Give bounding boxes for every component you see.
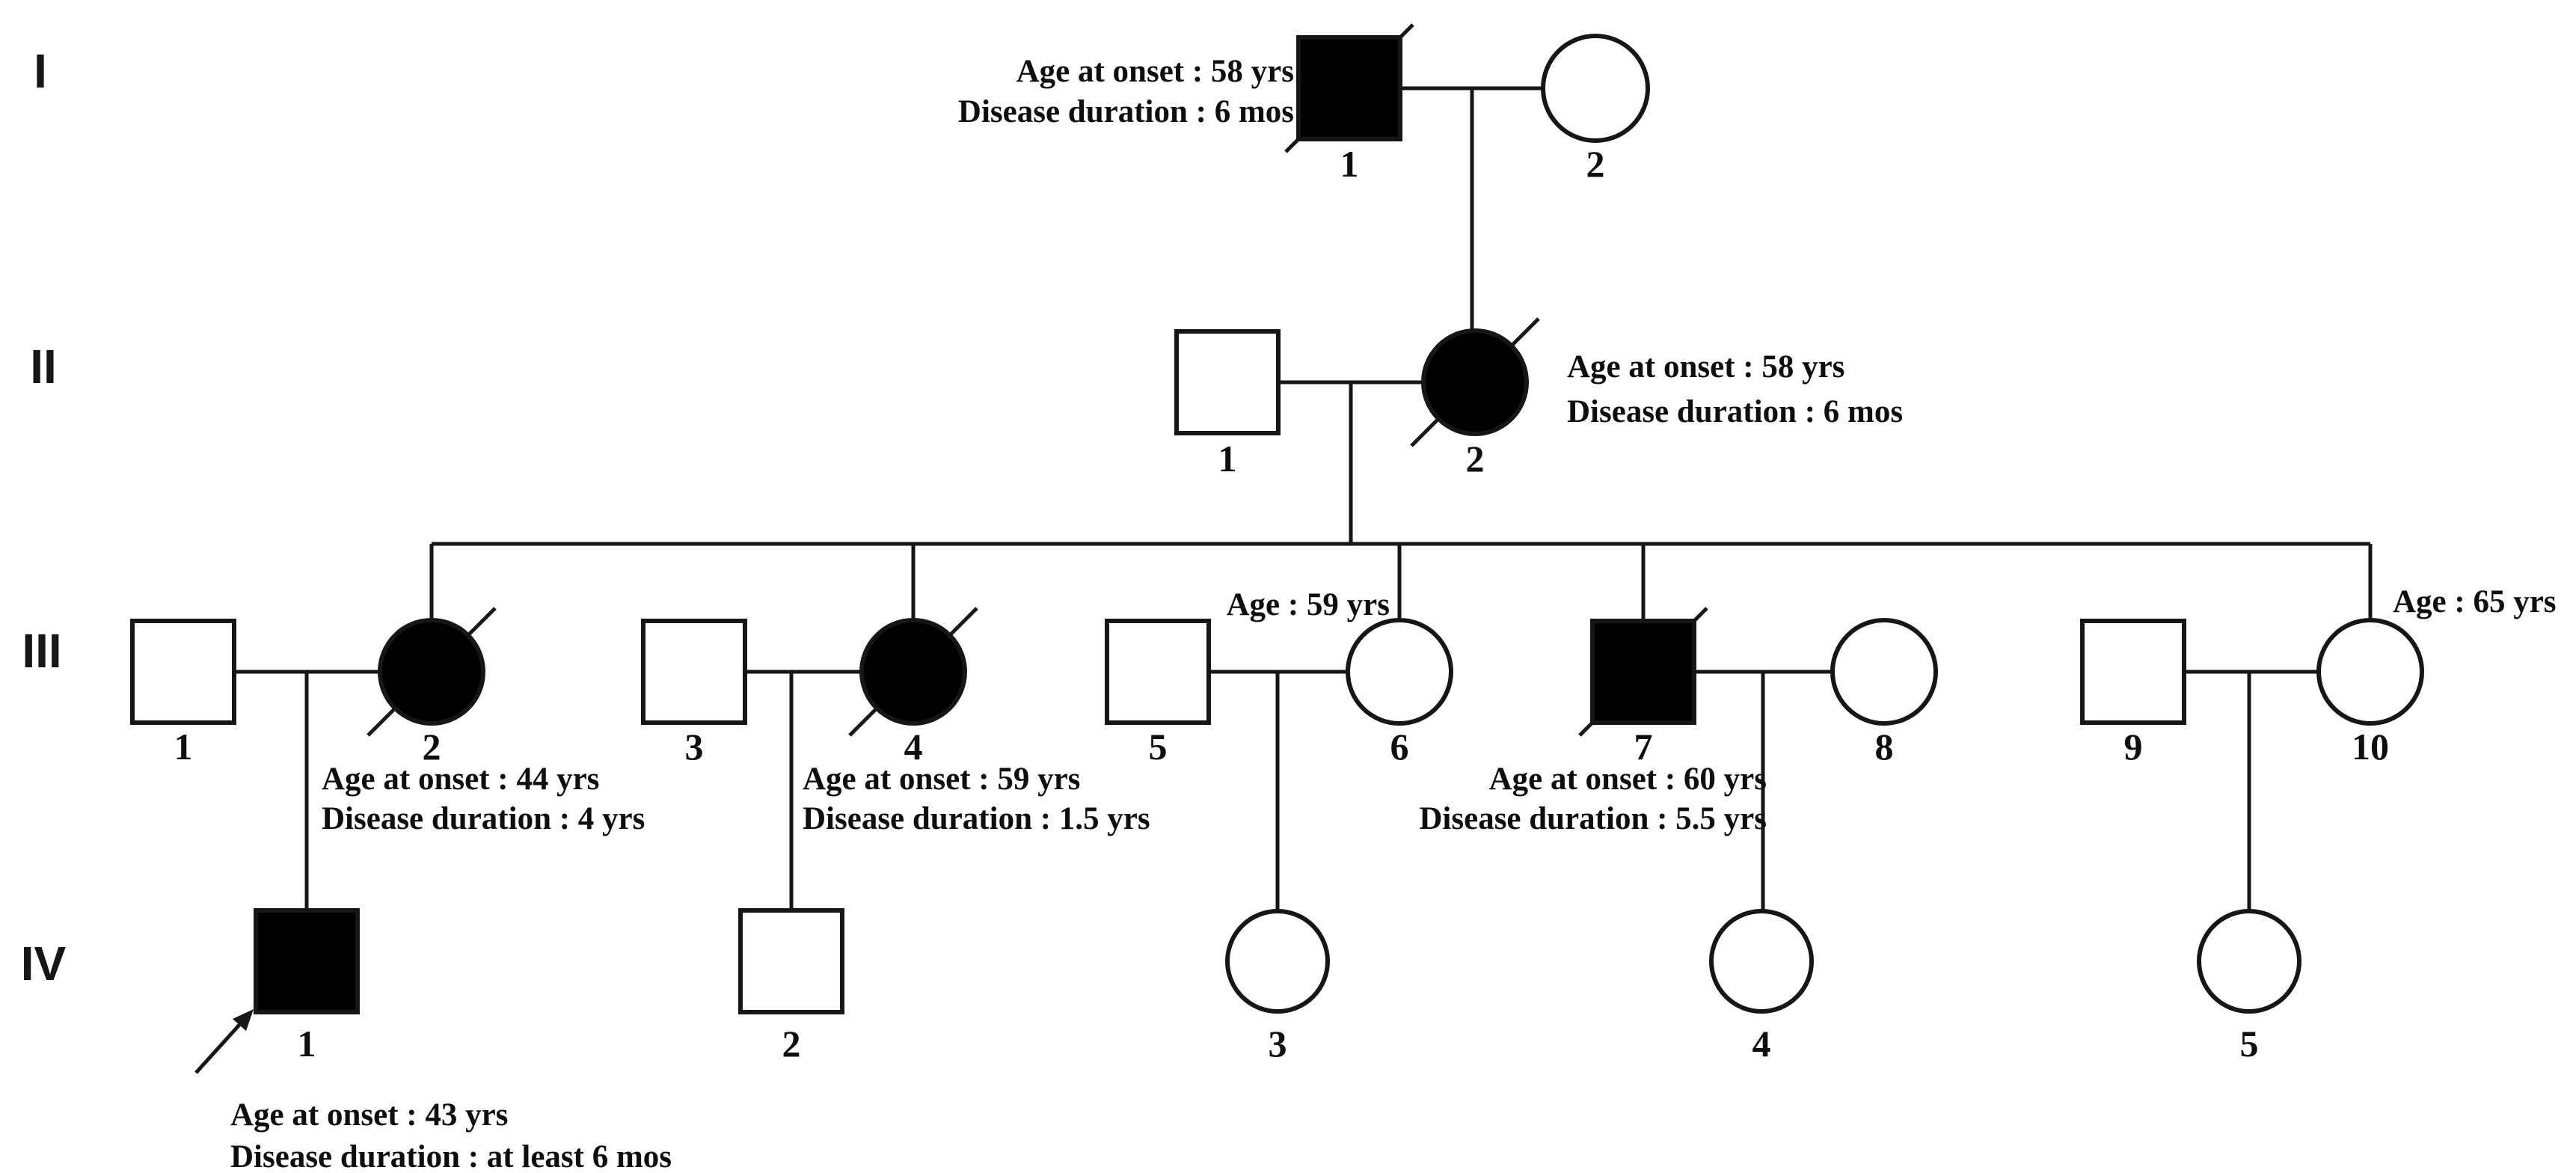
iii-1-number: 1 bbox=[174, 726, 193, 768]
iv-2-number: 2 bbox=[782, 1023, 801, 1065]
generation-ii: 1 2 Age at onset : 58 yrs Disease durati… bbox=[1174, 317, 1903, 480]
ii-1-male-square bbox=[1174, 329, 1281, 435]
i-1-annotation-line-2: Disease duration : 6 mos bbox=[958, 94, 1294, 129]
ii-1-number: 1 bbox=[1218, 438, 1237, 480]
i-2-number: 2 bbox=[1586, 143, 1605, 185]
iii-6-female-circle bbox=[1346, 618, 1453, 726]
iii-5-male-square bbox=[1105, 619, 1211, 725]
generation-iii: 1 2 Age at onset : 44 yrs Disease durati… bbox=[130, 584, 2557, 836]
connector-lines bbox=[234, 86, 2373, 911]
iv-4-female-circle bbox=[1709, 909, 1814, 1014]
iii-8-number: 8 bbox=[1875, 726, 1894, 768]
iii-6-annotation-line-1: Age : 59 yrs bbox=[1226, 587, 1390, 622]
generation-iv: 1 Age at onset : 43 yrs Disease duration… bbox=[194, 908, 2301, 1173]
iv-1-annotation-line-2: Disease duration : at least 6 mos bbox=[230, 1139, 672, 1173]
iii-9-male-square bbox=[2080, 619, 2186, 725]
i-2-female-circle bbox=[1541, 34, 1650, 143]
ii-2-number: 2 bbox=[1466, 438, 1485, 480]
iii-2-annotation-line-2: Disease duration : 4 yrs bbox=[322, 801, 645, 836]
iv-5-number: 5 bbox=[2240, 1023, 2259, 1065]
iv-1-number: 1 bbox=[298, 1023, 316, 1065]
iv-3-female-circle bbox=[1225, 909, 1330, 1014]
iii-1-male-square bbox=[130, 619, 236, 725]
iv-1-affected-male-square bbox=[254, 908, 360, 1014]
iii-10-annotation-line-1: Age : 65 yrs bbox=[2393, 584, 2557, 619]
i-1-annotation-line-1: Age at onset : 58 yrs bbox=[1016, 54, 1294, 89]
iii-3-male-square bbox=[641, 619, 747, 725]
iii-7-affected-male-square bbox=[1590, 619, 1696, 725]
iii-7-annotation-line-1: Age at onset : 60 yrs bbox=[1489, 762, 1767, 797]
iii-2-number: 2 bbox=[423, 726, 441, 768]
iii-4-annotation-line-1: Age at onset : 59 yrs bbox=[803, 762, 1080, 797]
iii-3-number: 3 bbox=[685, 726, 704, 768]
iv-5-female-circle bbox=[2197, 909, 2301, 1014]
ii-2-annotation-line-2: Disease duration : 6 mos bbox=[1567, 394, 1903, 429]
iii-10-female-circle bbox=[2316, 618, 2424, 726]
ii-2-annotation-line-1: Age at onset : 58 yrs bbox=[1567, 349, 1844, 385]
iv-2-male-square bbox=[738, 908, 844, 1014]
generation-label-iv: IV bbox=[21, 937, 67, 990]
iii-2-affected-female-circle bbox=[378, 618, 485, 726]
i-1-affected-male-square bbox=[1296, 35, 1402, 141]
proband-arrow-head bbox=[233, 1009, 254, 1031]
ii-2-affected-female-circle bbox=[1421, 328, 1529, 436]
iii-4-number: 4 bbox=[904, 726, 923, 768]
proband-arrow-shaft bbox=[194, 1023, 241, 1074]
generation-label-i: I bbox=[34, 44, 47, 98]
generation-i: 1 Age at onset : 58 yrs Disease duration… bbox=[958, 23, 1650, 185]
generation-label-ii: II bbox=[30, 340, 57, 393]
iii-6-number: 6 bbox=[1390, 726, 1409, 768]
iii-2-annotation-line-1: Age at onset : 44 yrs bbox=[322, 762, 599, 797]
iii-4-affected-female-circle bbox=[859, 618, 967, 726]
iii-7-number: 7 bbox=[1634, 726, 1653, 768]
iii-4-annotation-line-2: Disease duration : 1.5 yrs bbox=[803, 801, 1150, 836]
iii-7-annotation-line-2: Disease duration : 5.5 yrs bbox=[1419, 801, 1767, 836]
iv-3-number: 3 bbox=[1269, 1023, 1287, 1065]
iv-4-number: 4 bbox=[1752, 1023, 1771, 1065]
iii-10-number: 10 bbox=[2352, 726, 2389, 768]
iii-9-number: 9 bbox=[2124, 726, 2143, 768]
iii-8-female-circle bbox=[1830, 618, 1938, 726]
iii-5-number: 5 bbox=[1149, 726, 1168, 768]
iv-1-annotation-line-1: Age at onset : 43 yrs bbox=[230, 1097, 508, 1133]
generation-labels: I II III IV bbox=[21, 44, 67, 990]
i-1-number: 1 bbox=[1340, 143, 1359, 185]
generation-label-iii: III bbox=[22, 624, 61, 678]
